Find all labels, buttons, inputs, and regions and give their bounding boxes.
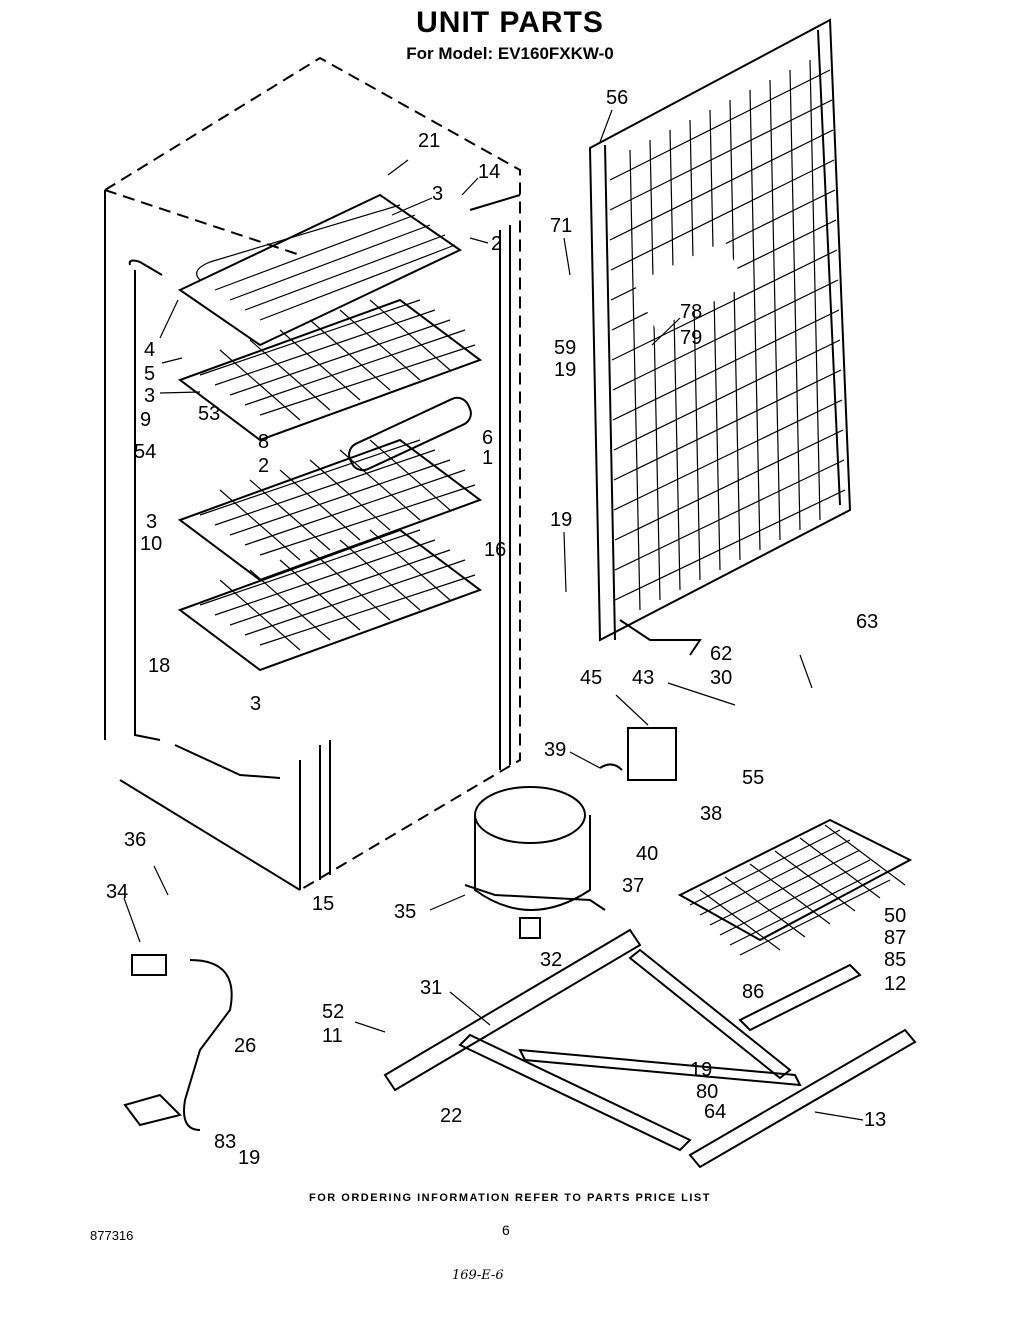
callout-label: 15 <box>312 893 334 915</box>
callout-label: 79 <box>680 327 702 349</box>
document-number: 877316 <box>90 1228 134 1243</box>
ordering-note: FOR ORDERING INFORMATION REFER TO PARTS … <box>309 1192 711 1204</box>
callout-label: 22 <box>440 1105 462 1127</box>
leader-lines <box>123 109 864 1121</box>
cord-clamp-34 <box>131 954 167 976</box>
shelf-evaporator-top <box>178 193 462 347</box>
callout-label: 3 <box>144 385 155 407</box>
callout-label: 12 <box>884 973 906 995</box>
power-cord <box>183 959 233 1131</box>
callout-label: 10 <box>140 533 162 555</box>
callout-label: 55 <box>742 767 764 789</box>
callout-label: 45 <box>580 667 602 689</box>
base-rail-13 <box>688 1028 917 1169</box>
callout-label: 13 <box>864 1109 886 1131</box>
shelf-evaporator-bottom <box>177 528 483 672</box>
callout-label: 34 <box>106 881 128 903</box>
base-frame <box>123 928 917 1169</box>
callout-label: 19 <box>690 1059 712 1081</box>
callout-label: 63 <box>856 611 878 633</box>
callout-label: 3 <box>146 511 157 533</box>
callout-label: 53 <box>198 403 220 425</box>
callout-label: 85 <box>884 949 906 971</box>
callout-label: 86 <box>742 981 764 1003</box>
callout-label: 59 <box>554 337 576 359</box>
callout-label: 83 <box>214 1131 236 1153</box>
callout-label: 39 <box>544 739 566 761</box>
callout-label: 87 <box>884 927 906 949</box>
callout-label: 78 <box>680 301 702 323</box>
callout-label: 64 <box>704 1101 726 1123</box>
callout-label: 19 <box>550 509 572 531</box>
static-condenser <box>677 818 913 956</box>
drain-pan-12 <box>738 963 862 1032</box>
callout-label: 21 <box>418 130 440 152</box>
callout-label: 26 <box>234 1035 256 1057</box>
callout-label: 62 <box>710 643 732 665</box>
callout-label: 43 <box>632 667 654 689</box>
shelf-evaporator-3 <box>177 438 483 582</box>
callout-label: 2 <box>491 233 502 255</box>
callout-labels: 21 14 3 2 4 5 3 9 53 8 2 54 6 1 3 10 16 … <box>106 87 906 1169</box>
shelf-evaporator-2 <box>177 298 483 442</box>
callout-label: 5 <box>144 363 155 385</box>
handwritten-note: 169-E-6 <box>452 1268 504 1283</box>
return-tube <box>128 259 163 741</box>
condenser <box>588 18 852 656</box>
callout-label: 36 <box>124 829 146 851</box>
relay-cover <box>627 727 677 781</box>
callout-label: 50 <box>884 905 906 927</box>
page-number: 6 <box>502 1222 510 1238</box>
callout-label: 54 <box>134 441 156 463</box>
callout-label: 3 <box>250 693 261 715</box>
callout-label: 4 <box>144 339 155 361</box>
callout-label: 2 <box>258 455 269 477</box>
page-title: UNIT PARTS <box>416 6 604 39</box>
callout-label: 71 <box>550 215 572 237</box>
callout-label: 1 <box>482 447 493 469</box>
callout-label: 80 <box>696 1081 718 1103</box>
callout-label: 16 <box>484 539 506 561</box>
overload <box>599 763 623 771</box>
drier-tube <box>348 396 472 472</box>
compressor <box>464 727 677 939</box>
callout-label: 52 <box>322 1001 344 1023</box>
callout-label: 38 <box>700 803 722 825</box>
callout-label: 19 <box>554 359 576 381</box>
model-subtitle: For Model: EV160FXKW-0 <box>406 44 614 63</box>
bottom-tube <box>174 744 281 779</box>
callout-label: 56 <box>606 87 628 109</box>
callout-label: 31 <box>420 977 442 999</box>
callout-label: 35 <box>394 901 416 923</box>
callout-label: 8 <box>258 431 269 453</box>
shelf-evaporators <box>128 193 483 779</box>
callout-label: 19 <box>238 1147 260 1169</box>
plug <box>123 1093 182 1127</box>
callout-label: 32 <box>540 949 562 971</box>
callout-label: 9 <box>140 409 151 431</box>
callout-label: 37 <box>622 875 644 897</box>
callout-label: 40 <box>636 843 658 865</box>
cabinet-outline <box>104 56 521 891</box>
callout-label: 3 <box>432 183 443 205</box>
callout-label: 18 <box>148 655 170 677</box>
callout-label: 11 <box>322 1025 343 1047</box>
callout-label: 6 <box>482 427 493 449</box>
callout-label: 14 <box>478 161 500 183</box>
callout-label: 30 <box>710 667 732 689</box>
